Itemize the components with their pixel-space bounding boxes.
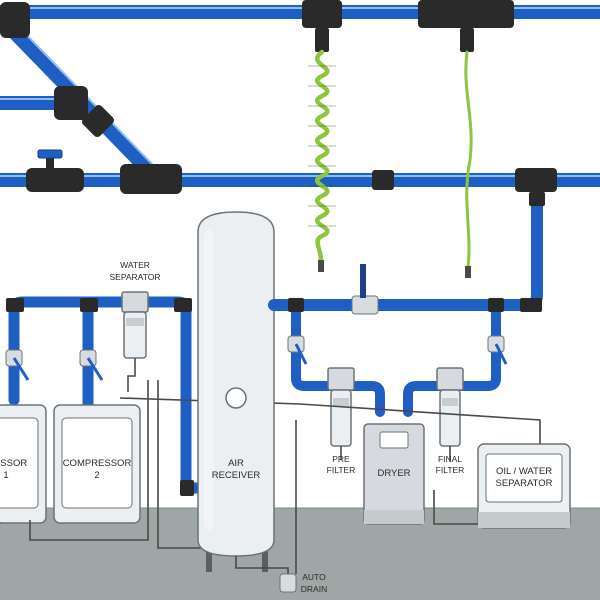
pre-filter-label-line2: FILTER	[327, 465, 356, 475]
compressor-valve-2	[79, 349, 104, 381]
compressor-fittings	[6, 298, 194, 496]
air-receiver-gauge	[225, 387, 247, 409]
hose-coupler-1	[315, 28, 329, 52]
drain-line-compressors	[29, 380, 210, 549]
compressor-1	[0, 404, 47, 524]
compressor-1-label-line1: PRESSOR	[0, 458, 27, 469]
auto-drain	[235, 420, 297, 593]
receiver-outlet-valve	[351, 264, 379, 315]
overhead-fittings	[0, 0, 557, 206]
final-filter-label-line1: FINAL	[438, 454, 462, 464]
coupling-diagonal	[81, 104, 115, 138]
elbow-fitting-top-left	[0, 2, 30, 38]
pre-filter-label-line1: PRE	[332, 454, 350, 464]
air-receiver-label-line1: AIR	[228, 458, 244, 469]
air-receiver	[197, 211, 296, 572]
water-separator-label-line1: WATER	[120, 260, 150, 270]
dryer-label: DRYER	[377, 468, 410, 479]
tee-fitting-hose-2	[418, 0, 514, 28]
final-filter	[436, 367, 464, 460]
tee-fitting-hose-1	[302, 0, 342, 28]
compressor-1-label-line2: 1	[3, 470, 8, 481]
auto-drain-label-line1: AUTO	[302, 572, 326, 582]
tee-fitting-diagonal	[54, 86, 88, 120]
coupling-mid-lower	[372, 170, 394, 190]
tee-fitting-right-lower	[515, 168, 557, 192]
coupling-left-lower	[26, 168, 84, 192]
treatment-valve-right	[487, 335, 508, 365]
coiled-air-hose	[308, 49, 336, 272]
shutoff-valve-overhead	[37, 149, 63, 170]
oil-water-separator-label-line1: OIL / WATER	[496, 466, 552, 477]
water-separator	[121, 291, 149, 392]
compressor-2-label-line2: 2	[94, 470, 99, 481]
pre-filter	[327, 367, 355, 460]
treatment-valve-left	[287, 335, 308, 365]
coiled-hose-nozzle	[318, 260, 324, 272]
air-receiver-label-line2: RECEIVER	[212, 470, 261, 481]
dryer	[363, 423, 425, 525]
hose-coupler-2	[460, 28, 474, 52]
straight-air-hose	[464, 50, 473, 278]
straight-hose-nozzle	[465, 266, 471, 278]
overhead-pipework	[0, 5, 600, 311]
compressor-2	[53, 404, 141, 524]
tee-fitting-lower	[120, 164, 182, 194]
compressor-valve-1	[5, 349, 30, 381]
coupling-drop-right	[529, 192, 545, 206]
water-separator-label-line2: SEPARATOR	[109, 272, 160, 282]
oil-water-separator-label-line2: SEPARATOR	[495, 478, 552, 489]
drain-line-treatment	[299, 403, 541, 525]
compressor-2-label-line1: COMPRESSOR	[63, 458, 132, 469]
treatment-fittings	[288, 298, 542, 312]
oil-water-separator	[477, 443, 571, 529]
auto-drain-label-line2: DRAIN	[301, 584, 327, 594]
final-filter-label-line2: FILTER	[436, 465, 465, 475]
treatment-pipework	[291, 300, 501, 417]
